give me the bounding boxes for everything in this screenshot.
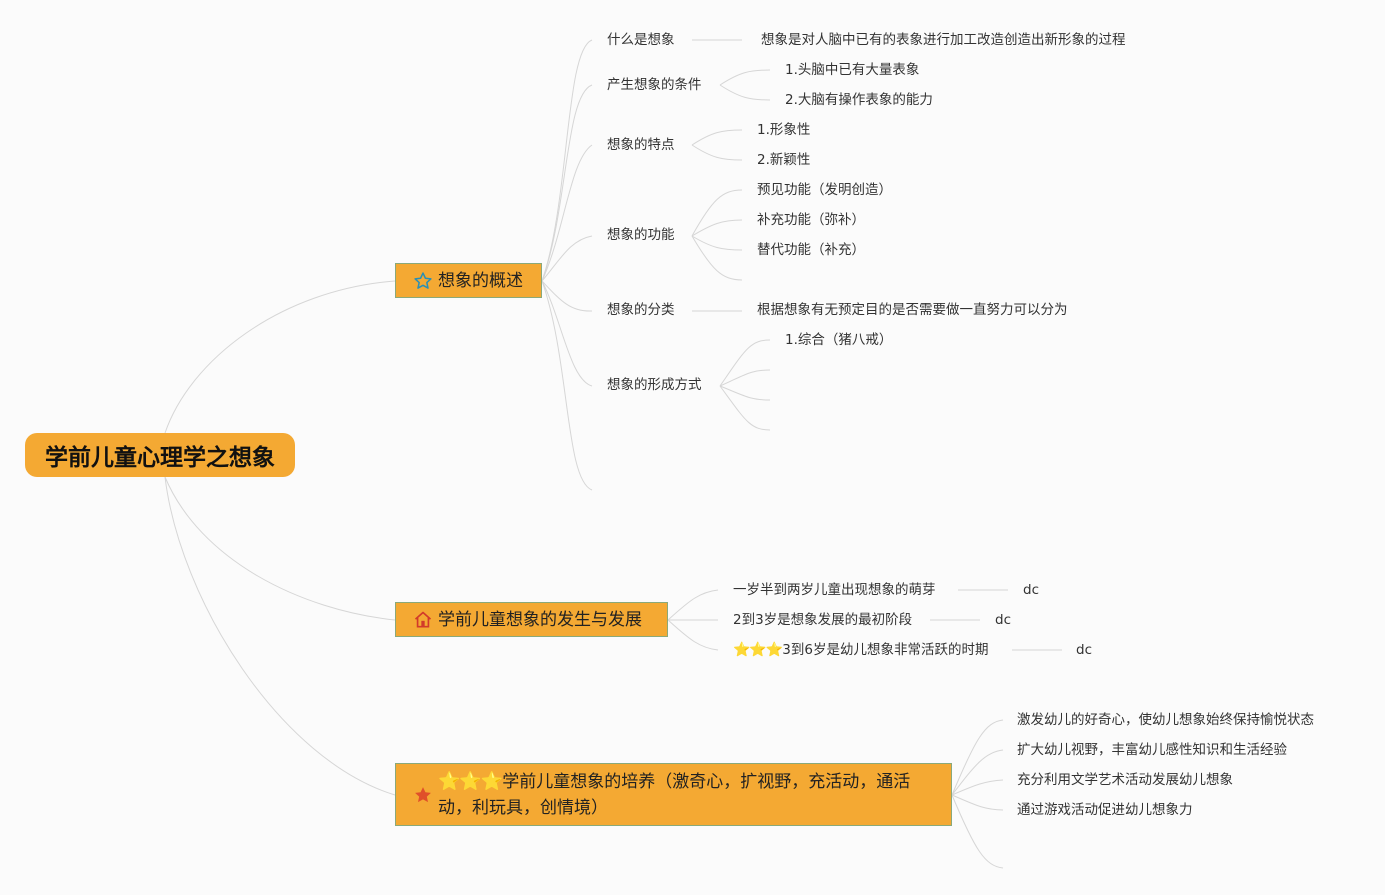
cultivation-item-2[interactable]: 扩大幼儿视野，丰富幼儿感性知识和生活经验	[1017, 742, 1287, 758]
development-item-2-note[interactable]: dc	[995, 612, 1011, 628]
subtopic-functions[interactable]: 想象的功能	[607, 227, 675, 243]
star-outline-icon	[412, 270, 434, 292]
main-topic-cultivation-text: ⭐⭐⭐学前儿童想象的培养（激奇心，扩视野，充活动，通活 动，利玩具，创情境）	[438, 769, 910, 821]
cultivation-item-1[interactable]: 激发幼儿的好奇心，使幼儿想象始终保持愉悦状态	[1017, 712, 1314, 728]
three-stars-icon: ⭐⭐⭐	[438, 770, 503, 792]
development-item-3-label: 3到6岁是幼儿想象非常活跃的时期	[782, 642, 989, 658]
star-filled-red-icon	[412, 784, 434, 806]
root-topic[interactable]: 学前儿童心理学之想象	[25, 433, 295, 477]
subtopic-classification[interactable]: 想象的分类	[607, 302, 675, 318]
detail-formation-1[interactable]: 1.综合（猪八戒）	[785, 332, 893, 348]
main-topic-cultivation-line1: 学前儿童想象的培养（激奇心，扩视野，充活动，通活	[502, 771, 911, 792]
detail-condition-1[interactable]: 1.头脑中已有大量表象	[785, 62, 920, 78]
development-item-1[interactable]: 一岁半到两岁儿童出现想象的萌芽	[733, 582, 936, 598]
detail-classification[interactable]: 根据想象有无预定目的是否需要做一直努力可以分为	[757, 302, 1068, 318]
subtopic-formation[interactable]: 想象的形成方式	[607, 377, 702, 393]
main-topic-development-label: 学前儿童想象的发生与发展	[438, 609, 642, 630]
subtopic-features[interactable]: 想象的特点	[607, 137, 675, 153]
detail-function-3[interactable]: 替代功能（补充）	[757, 242, 865, 258]
development-item-3-note[interactable]: dc	[1076, 642, 1092, 658]
three-stars-icon: ⭐⭐⭐	[733, 642, 783, 658]
detail-feature-1[interactable]: 1.形象性	[757, 122, 811, 138]
subtopic-conditions[interactable]: 产生想象的条件	[607, 77, 702, 93]
house-icon	[412, 609, 434, 631]
main-topic-development[interactable]: 学前儿童想象的发生与发展	[395, 602, 668, 637]
development-item-1-note[interactable]: dc	[1023, 582, 1039, 598]
main-topic-overview-label: 想象的概述	[438, 270, 523, 291]
detail-feature-2[interactable]: 2.新颖性	[757, 152, 811, 168]
detail-function-1[interactable]: 预见功能（发明创造）	[757, 182, 892, 198]
main-topic-cultivation[interactable]: ⭐⭐⭐学前儿童想象的培养（激奇心，扩视野，充活动，通活 动，利玩具，创情境）	[395, 763, 952, 826]
cultivation-item-3[interactable]: 充分利用文学艺术活动发展幼儿想象	[1017, 772, 1233, 788]
root-topic-label: 学前儿童心理学之想象	[45, 445, 275, 471]
subtopic-what-is-imagination[interactable]: 什么是想象	[607, 32, 675, 48]
detail-function-2[interactable]: 补充功能（弥补）	[757, 212, 865, 228]
main-topic-overview[interactable]: 想象的概述	[395, 263, 542, 298]
detail-definition[interactable]: 想象是对人脑中已有的表象进行加工改造创造出新形象的过程	[761, 32, 1126, 48]
development-item-2[interactable]: 2到3岁是想象发展的最初阶段	[733, 612, 913, 628]
cultivation-item-4[interactable]: 通过游戏活动促进幼儿想象力	[1017, 802, 1193, 818]
detail-condition-2[interactable]: 2.大脑有操作表象的能力	[785, 92, 933, 108]
development-item-3[interactable]: ⭐⭐⭐3到6岁是幼儿想象非常活跃的时期	[733, 641, 988, 659]
main-topic-cultivation-line2: 动，利玩具，创情境）	[438, 797, 608, 818]
